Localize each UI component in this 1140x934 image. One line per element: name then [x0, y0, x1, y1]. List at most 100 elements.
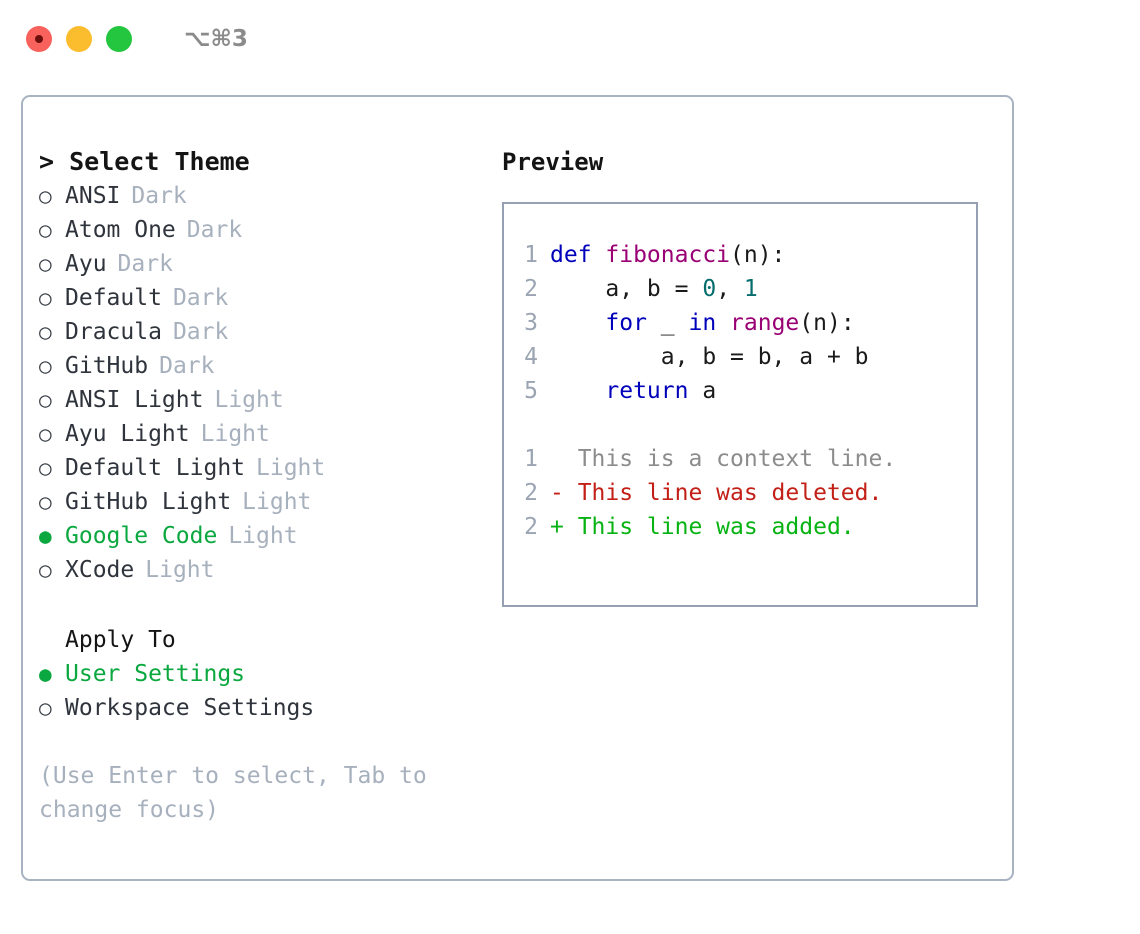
keyboard-hint-text: (Use Enter to select, Tab to change focu… [39, 763, 441, 823]
minimize-button-icon[interactable] [66, 26, 92, 52]
line-number: 1 [524, 242, 538, 268]
code-token-plain: _ [646, 310, 689, 336]
radio-unselected-icon: ○ [39, 456, 52, 480]
code-line: 1 def fibonacci(n): [504, 238, 976, 272]
theme-name-label: Default Light [65, 455, 246, 481]
code-token-kw: def [550, 242, 606, 268]
line-number: 2 [524, 514, 538, 540]
theme-name-label: Ayu Light [65, 421, 190, 447]
diff-line-text: This is a context line. [550, 446, 897, 472]
code-line-text: def fibonacci(n): [550, 238, 785, 272]
theme-name-label: Dracula [65, 319, 162, 345]
theme-list-item[interactable]: ○ Default Dark [39, 281, 469, 315]
code-token-plain: a [688, 378, 717, 404]
radio-unselected-icon: ○ [39, 422, 52, 446]
theme-list-item[interactable]: ○ Ayu Light Light [39, 417, 469, 451]
diff-line: 2 + This line was added. [504, 510, 976, 544]
radio-unselected-icon: ○ [39, 218, 52, 242]
radio-unselected-icon: ○ [39, 696, 52, 720]
code-token-num: 1 [743, 276, 758, 302]
radio-selected-icon: ● [39, 662, 52, 686]
apply-to-option[interactable]: ○ Workspace Settings [39, 691, 469, 725]
code-token-plain [550, 378, 605, 404]
theme-name-label: GitHub [65, 353, 149, 379]
radio-unselected-icon: ○ [39, 184, 52, 208]
radio-unselected-icon: ○ [39, 252, 52, 276]
code-token-num: 0 [702, 276, 717, 302]
keyboard-shortcut-label: ⌥⌘3 [184, 26, 248, 52]
select-theme-heading: > Select Theme [39, 147, 250, 176]
apply-to-option[interactable]: ●User Settings [39, 657, 469, 691]
theme-variant-tag: Light [145, 557, 215, 583]
theme-name-label: Atom One [65, 217, 176, 243]
window-titlebar: ⌥⌘3 [0, 0, 1140, 78]
code-token-plain [716, 310, 730, 336]
radio-unselected-icon: ○ [39, 388, 52, 412]
diff-line: 1 This is a context line. [504, 442, 976, 476]
theme-variant-tag: Dark [172, 319, 229, 345]
theme-variant-tag: Light [242, 489, 312, 515]
code-line-text: return a [550, 374, 716, 408]
code-line-text: a, b = 0, 1 [550, 272, 758, 306]
radio-selected-icon: ● [39, 524, 52, 548]
radio-unselected-icon: ○ [39, 490, 52, 514]
theme-list-item[interactable]: ○ Dracula Dark [39, 315, 469, 349]
code-spacer [504, 408, 976, 442]
theme-name-label: Ayu [65, 251, 107, 277]
maximize-button-icon[interactable] [106, 26, 132, 52]
theme-list-item[interactable]: ○ Ayu Dark [39, 247, 469, 281]
code-line: 4 a, b = b, a + b [504, 340, 976, 374]
apply-to-section: Apply To ●User Settings ○ Workspace Settin… [39, 623, 469, 725]
theme-variant-tag: Dark [131, 183, 187, 209]
line-number: 4 [524, 344, 538, 370]
code-token-plain: a, b = b, a + b [550, 344, 869, 370]
theme-name-label: Default [65, 285, 162, 311]
radio-unselected-icon: ○ [39, 320, 52, 344]
theme-name-label: Google Code [65, 523, 218, 549]
code-token-fn: range [730, 310, 800, 336]
theme-name-label: XCode [65, 557, 135, 583]
code-token-plain: a, b = [550, 276, 703, 302]
code-line: 2 a, b = 0, 1 [504, 272, 976, 306]
theme-variant-tag: Dark [117, 251, 173, 277]
code-line-text: for _ in range(n): [550, 306, 854, 340]
theme-list-item[interactable]: ○ XCode Light [39, 553, 469, 587]
code-token-plain: (n): [730, 242, 786, 268]
code-token-kw: for [605, 310, 647, 336]
line-number: 2 [524, 480, 538, 506]
radio-unselected-icon: ○ [39, 558, 52, 582]
theme-variant-tag: Dark [172, 285, 229, 311]
radio-unselected-icon: ○ [39, 286, 52, 310]
apply-to-options[interactable]: ●User Settings ○ Workspace Settings [39, 657, 469, 725]
apply-to-option-label: Workspace Settings [65, 695, 315, 721]
diff-line-text: - This line was deleted. [550, 480, 883, 506]
apply-to-heading: Apply To [65, 627, 176, 653]
theme-variant-tag: Light [200, 421, 270, 447]
theme-list-item[interactable]: ○ ANSI Dark [39, 179, 469, 213]
theme-name-label: ANSI [65, 183, 121, 209]
preview-heading: Preview [502, 148, 604, 176]
diff-line-text: + This line was added. [550, 514, 855, 540]
code-line: 3 for _ in range(n): [504, 306, 976, 340]
radio-unselected-icon: ○ [39, 354, 52, 378]
code-line: 5 return a [504, 374, 976, 408]
theme-name-label: ANSI Light [65, 387, 204, 413]
code-token-kw: return [605, 378, 689, 404]
line-number: 1 [524, 446, 538, 472]
code-token-fn: fibonacci [605, 242, 731, 268]
code-token-plain [550, 310, 605, 336]
close-button-icon[interactable] [26, 26, 52, 52]
window-controls [26, 26, 132, 52]
